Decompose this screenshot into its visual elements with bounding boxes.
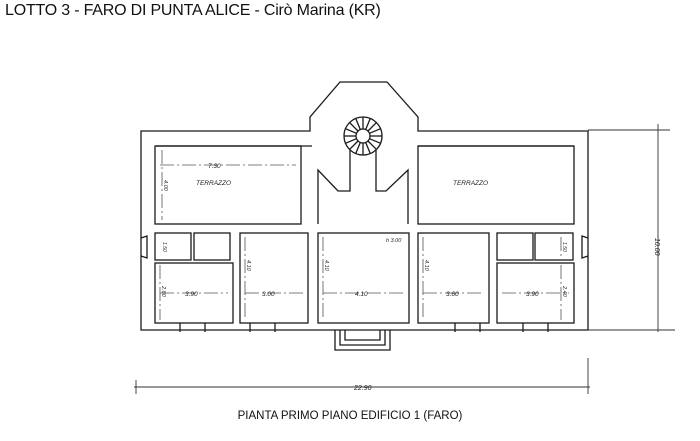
terrace-left-depth: 4.00 — [162, 180, 168, 192]
room-1-width: 3.90 — [185, 291, 198, 298]
room-3-depth: 4.10 — [323, 260, 329, 272]
spiral-staircase — [343, 116, 383, 156]
terrace-left — [154, 145, 302, 225]
terrace-left-width: 7.30 — [208, 163, 221, 170]
room-4-depth: 4.10 — [423, 260, 429, 272]
overall-width-label: 22.90 — [353, 385, 372, 392]
drawing-caption: PIANTA PRIMO PIANO EDIFICIO 1 (FARO) — [237, 410, 463, 422]
room-4 — [417, 232, 490, 324]
room-5 — [496, 262, 575, 324]
page-title: LOTTO 3 - FARO DI PUNTA ALICE - Cirò Mar… — [5, 2, 381, 19]
overall-depth-label: 10.00 — [653, 238, 660, 256]
room-3 — [317, 232, 410, 324]
terrace-right-label: TERRAZZO — [453, 180, 488, 187]
room-5-small — [534, 232, 574, 261]
room-5-small-depth: 1.50 — [561, 242, 567, 252]
room-1-small-depth: 1.50 — [161, 242, 167, 252]
room-2-width: 3.00 — [262, 291, 275, 298]
entrance-steps — [334, 330, 391, 351]
terrace-left-label: TERRAZZO — [196, 180, 231, 187]
room-3-width: 4.10 — [355, 291, 368, 298]
room-1-depth: 2.80 — [160, 285, 166, 298]
room-1 — [154, 262, 234, 324]
room-2-depth: 4.10 — [245, 260, 251, 272]
room-1-lobby — [193, 232, 231, 261]
room-1-small — [154, 232, 192, 261]
room-5-lobby — [496, 232, 534, 261]
room-5-width: 3.90 — [526, 291, 539, 298]
room-5-depth: 2.40 — [561, 285, 567, 298]
room-2 — [239, 232, 309, 324]
terrace-right — [417, 145, 575, 225]
room-4-width: 3.60 — [446, 291, 459, 298]
outer-wall — [140, 81, 589, 331]
height-note: h 3.00 — [386, 238, 402, 244]
